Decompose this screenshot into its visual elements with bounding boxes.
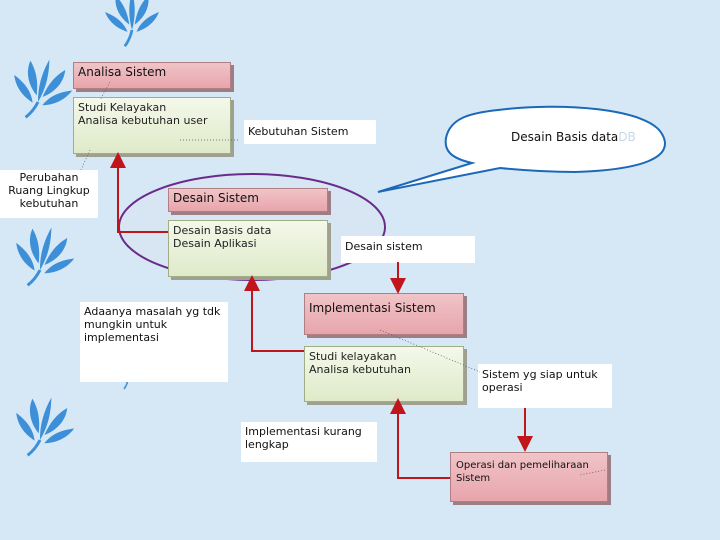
masalah-line-2: mungkin untuk: [84, 318, 168, 331]
leaf-icon: [103, 0, 161, 48]
kurang-line-1: Implementasi kurang: [245, 425, 362, 438]
implementasi-line-2: Analisa kebutuhan: [309, 363, 411, 376]
siap-line-2: operasi: [482, 381, 523, 394]
implementasi-title: Implementasi Sistem: [309, 301, 436, 315]
desain-title: Desain Sistem: [173, 191, 259, 205]
perubahan-line-3: kebutuhan: [19, 197, 79, 210]
operasi-box: Operasi dan pemeliharaan Sistem: [450, 452, 608, 502]
desain-sistem-box: Desain sistem: [341, 236, 475, 263]
desain-line-1: Desain Basis data: [173, 224, 272, 237]
siap-line-1: Sistem yg siap untuk: [482, 368, 598, 381]
masalah-line-1: Adaanya masalah yg tdk: [84, 305, 221, 318]
desain-body: Desain Basis data Desain Aplikasi: [168, 220, 328, 277]
operasi-line-1: Operasi dan pemeliharaan: [456, 460, 589, 471]
masalah-line-3: implementasi: [84, 331, 159, 344]
operasi-line-2: Sistem: [456, 473, 491, 484]
kurang-line-2: lengkap: [245, 438, 289, 451]
implementasi-header: Implementasi Sistem: [304, 293, 464, 335]
masalah-box: Adaanya masalah yg tdk mungkin untuk imp…: [80, 302, 228, 382]
perubahan-line-1: Perubahan: [19, 171, 79, 184]
analisa-header: Analisa Sistem: [73, 62, 231, 89]
perubahan-line-2: Ruang Lingkup: [8, 184, 90, 197]
callout-suffix: DB: [618, 130, 636, 144]
leaf-icon: [4, 218, 82, 297]
leaf-icon: [4, 388, 82, 467]
kurang-box: Implementasi kurang lengkap: [241, 422, 377, 462]
implementasi-body: Studi kelayakan Analisa kebutuhan: [304, 346, 464, 402]
leaf-icon: [2, 50, 80, 129]
desain-line-2: Desain Aplikasi: [173, 237, 257, 250]
analisa-body: Studi Kelayakan Analisa kebutuhan user: [73, 97, 231, 154]
desain-sistem-label: Desain sistem: [345, 240, 423, 253]
siap-box: Sistem yg siap untuk operasi: [478, 364, 612, 408]
analisa-line-1: Studi Kelayakan: [78, 101, 167, 114]
callout-text: Desain Basis data: [511, 130, 619, 144]
desain-header: Desain Sistem: [168, 188, 328, 212]
callout-label: Desain Basis dataDB: [511, 130, 636, 144]
analisa-line-2: Analisa kebutuhan user: [78, 114, 208, 127]
implementasi-line-1: Studi kelayakan: [309, 350, 397, 363]
kebutuhan-sistem-box: Kebutuhan Sistem: [244, 120, 376, 144]
perubahan-box: Perubahan Ruang Lingkup kebutuhan: [0, 170, 98, 218]
kebutuhan-sistem-label: Kebutuhan Sistem: [248, 125, 349, 138]
analisa-title: Analisa Sistem: [78, 65, 167, 79]
